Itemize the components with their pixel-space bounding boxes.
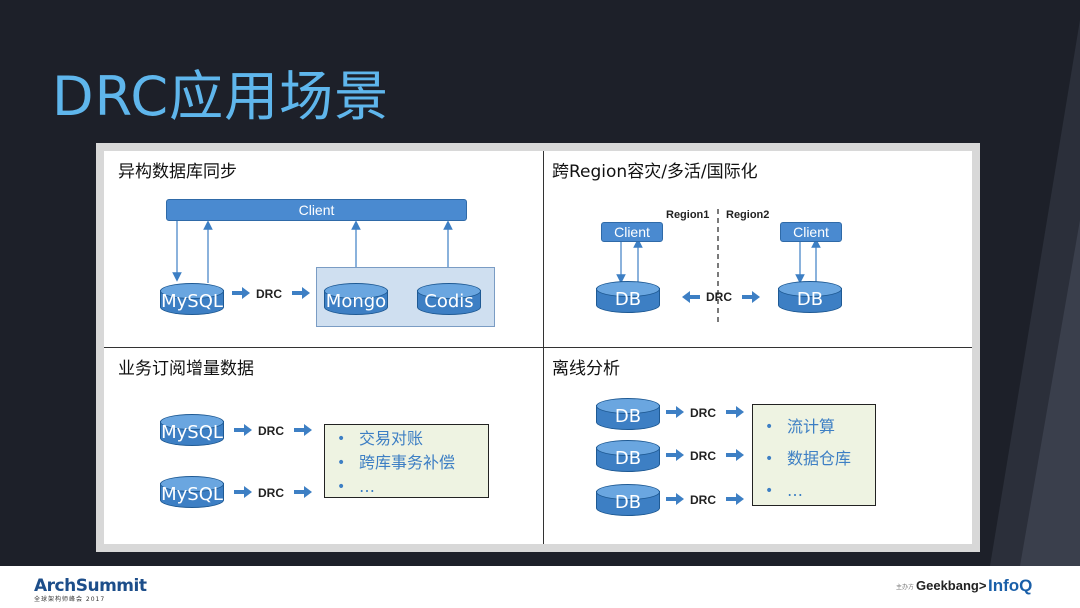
analytics-box: 流计算 数据仓库 …	[752, 404, 876, 506]
list-item: 交易对账	[325, 427, 488, 451]
panel-offline: 离线分析 DB DRC DB DRC DB DRC 流计算 数据仓库 …	[544, 348, 972, 544]
panel-title: 异构数据库同步	[118, 162, 237, 182]
footer-bar	[0, 566, 1080, 608]
list-item: …	[325, 475, 488, 499]
flow-arrow-icon	[726, 493, 744, 505]
drc-label: DRC	[690, 493, 716, 507]
drc-label: DRC	[690, 449, 716, 463]
flow-arrow-icon	[234, 486, 252, 498]
drc-label: DRC	[256, 287, 282, 301]
panel-hetero-sync: 异构数据库同步 Client MySQL DRC Mongo	[104, 151, 543, 347]
slide-title: DRC应用场景	[52, 65, 390, 128]
panel-title: 业务订阅增量数据	[118, 359, 254, 379]
db-mysql: MySQL	[160, 283, 224, 315]
right-arrow-icon	[742, 291, 760, 303]
db-mysql-2: MySQL	[160, 476, 224, 508]
flow-arrow-icon	[666, 493, 684, 505]
db-3: DB	[596, 484, 660, 516]
consumer-box: 交易对账 跨库事务补偿 …	[324, 424, 489, 499]
left-arrow-icon	[682, 291, 700, 303]
panel-cross-region: 跨Region容灾/多活/国际化 Region1 Region2 Client …	[544, 151, 972, 347]
flow-arrow-icon	[726, 406, 744, 418]
db-left: DB	[596, 281, 660, 313]
client-bar: Client	[166, 199, 467, 221]
db-2: DB	[596, 440, 660, 472]
drc-label: DRC	[690, 406, 716, 420]
geekbang-logo: Geekbang>	[916, 578, 987, 593]
flow-arrow-icon	[292, 287, 310, 299]
region2-label: Region2	[726, 209, 770, 221]
list-item: 数据仓库	[753, 447, 875, 479]
organizer-label: 主办方	[896, 585, 915, 591]
horizontal-divider	[104, 347, 972, 348]
flow-arrow-icon	[294, 486, 312, 498]
panel-title: 跨Region容灾/多活/国际化	[552, 162, 758, 182]
client-box-left: Client	[601, 222, 663, 242]
region-separator	[616, 209, 821, 323]
flow-arrow-icon	[232, 287, 250, 299]
flow-arrow-icon	[666, 406, 684, 418]
flow-arrow-icon	[726, 449, 744, 461]
list-item: …	[753, 479, 875, 503]
panel-subscribe: 业务订阅增量数据 MySQL DRC MySQL DRC 交易对账 跨库事务补偿…	[104, 348, 543, 544]
drc-label: DRC	[258, 424, 284, 438]
drc-label: DRC	[706, 290, 732, 304]
diagram-card: 异构数据库同步 Client MySQL DRC Mongo	[104, 151, 972, 544]
db-1: DB	[596, 398, 660, 430]
panel-title: 离线分析	[552, 359, 620, 379]
flow-arrow-icon	[234, 424, 252, 436]
infoq-logo: InfoQ	[988, 576, 1033, 595]
list-item: 流计算	[753, 415, 875, 447]
drc-label: DRC	[258, 486, 284, 500]
archsummit-logo: ArchSummit 全球架构师峰会 2017	[34, 576, 147, 603]
flow-arrow-icon	[294, 424, 312, 436]
db-mongo: Mongo	[324, 283, 388, 315]
client-box-right: Client	[780, 222, 842, 242]
flow-arrow-icon	[666, 449, 684, 461]
db-mysql-1: MySQL	[160, 414, 224, 446]
background-decoration	[990, 20, 1080, 566]
region1-label: Region1	[666, 209, 710, 221]
db-codis: Codis	[417, 283, 481, 315]
db-right: DB	[778, 281, 842, 313]
list-item: 跨库事务补偿	[325, 451, 488, 475]
